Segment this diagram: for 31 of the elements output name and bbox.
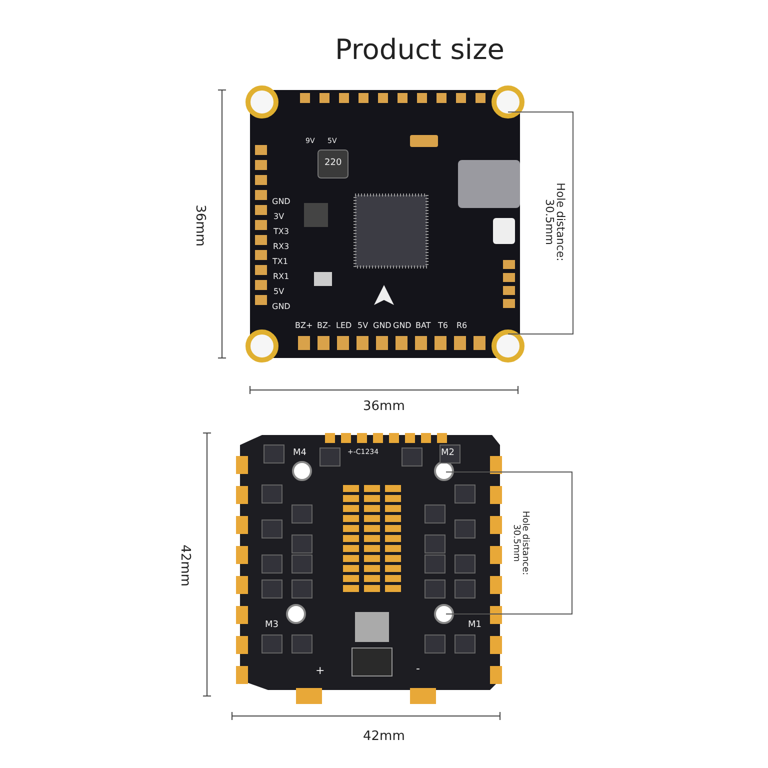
pad-label: TX3 [274, 228, 289, 236]
pad-label: BAT [416, 322, 431, 330]
pad-label: R6 [456, 322, 468, 330]
pad-label: RX3 [273, 243, 290, 251]
motor-label: M1 [468, 620, 482, 630]
motor-label: M2 [441, 448, 454, 458]
pad-label: RX1 [273, 273, 290, 281]
polarity-label: + [316, 664, 325, 676]
dimension-label: Hole distance: 30.5mm [544, 182, 566, 262]
motor-label: M3 [265, 620, 278, 630]
pad-label: BZ+ [295, 322, 313, 330]
pad-label: T6 [438, 322, 448, 330]
pad-label: LED [336, 322, 352, 330]
title: Product size [335, 36, 505, 64]
dimension-label: 42mm [178, 544, 192, 586]
component-marking: 220 [324, 158, 342, 168]
pad-label: GND [272, 303, 290, 311]
pad-label: GND [373, 322, 392, 330]
dimension-label: Hole distance: 30.5mm [511, 510, 529, 578]
pad-label: GND [393, 322, 412, 330]
dimension-label: 42mm [363, 730, 405, 742]
pad-label: TX1 [272, 258, 288, 266]
pad-label: GND [272, 198, 290, 206]
polarity-label: - [416, 662, 420, 674]
dimension-label: 36mm [363, 400, 405, 412]
motor-label: M4 [293, 448, 306, 458]
pad-label: BZ- [317, 322, 331, 330]
pad-label: 5V [274, 288, 284, 296]
dimension-label: 36mm [193, 204, 206, 246]
pad-label: 5V [358, 322, 368, 330]
pad-label: 3V [274, 213, 284, 221]
